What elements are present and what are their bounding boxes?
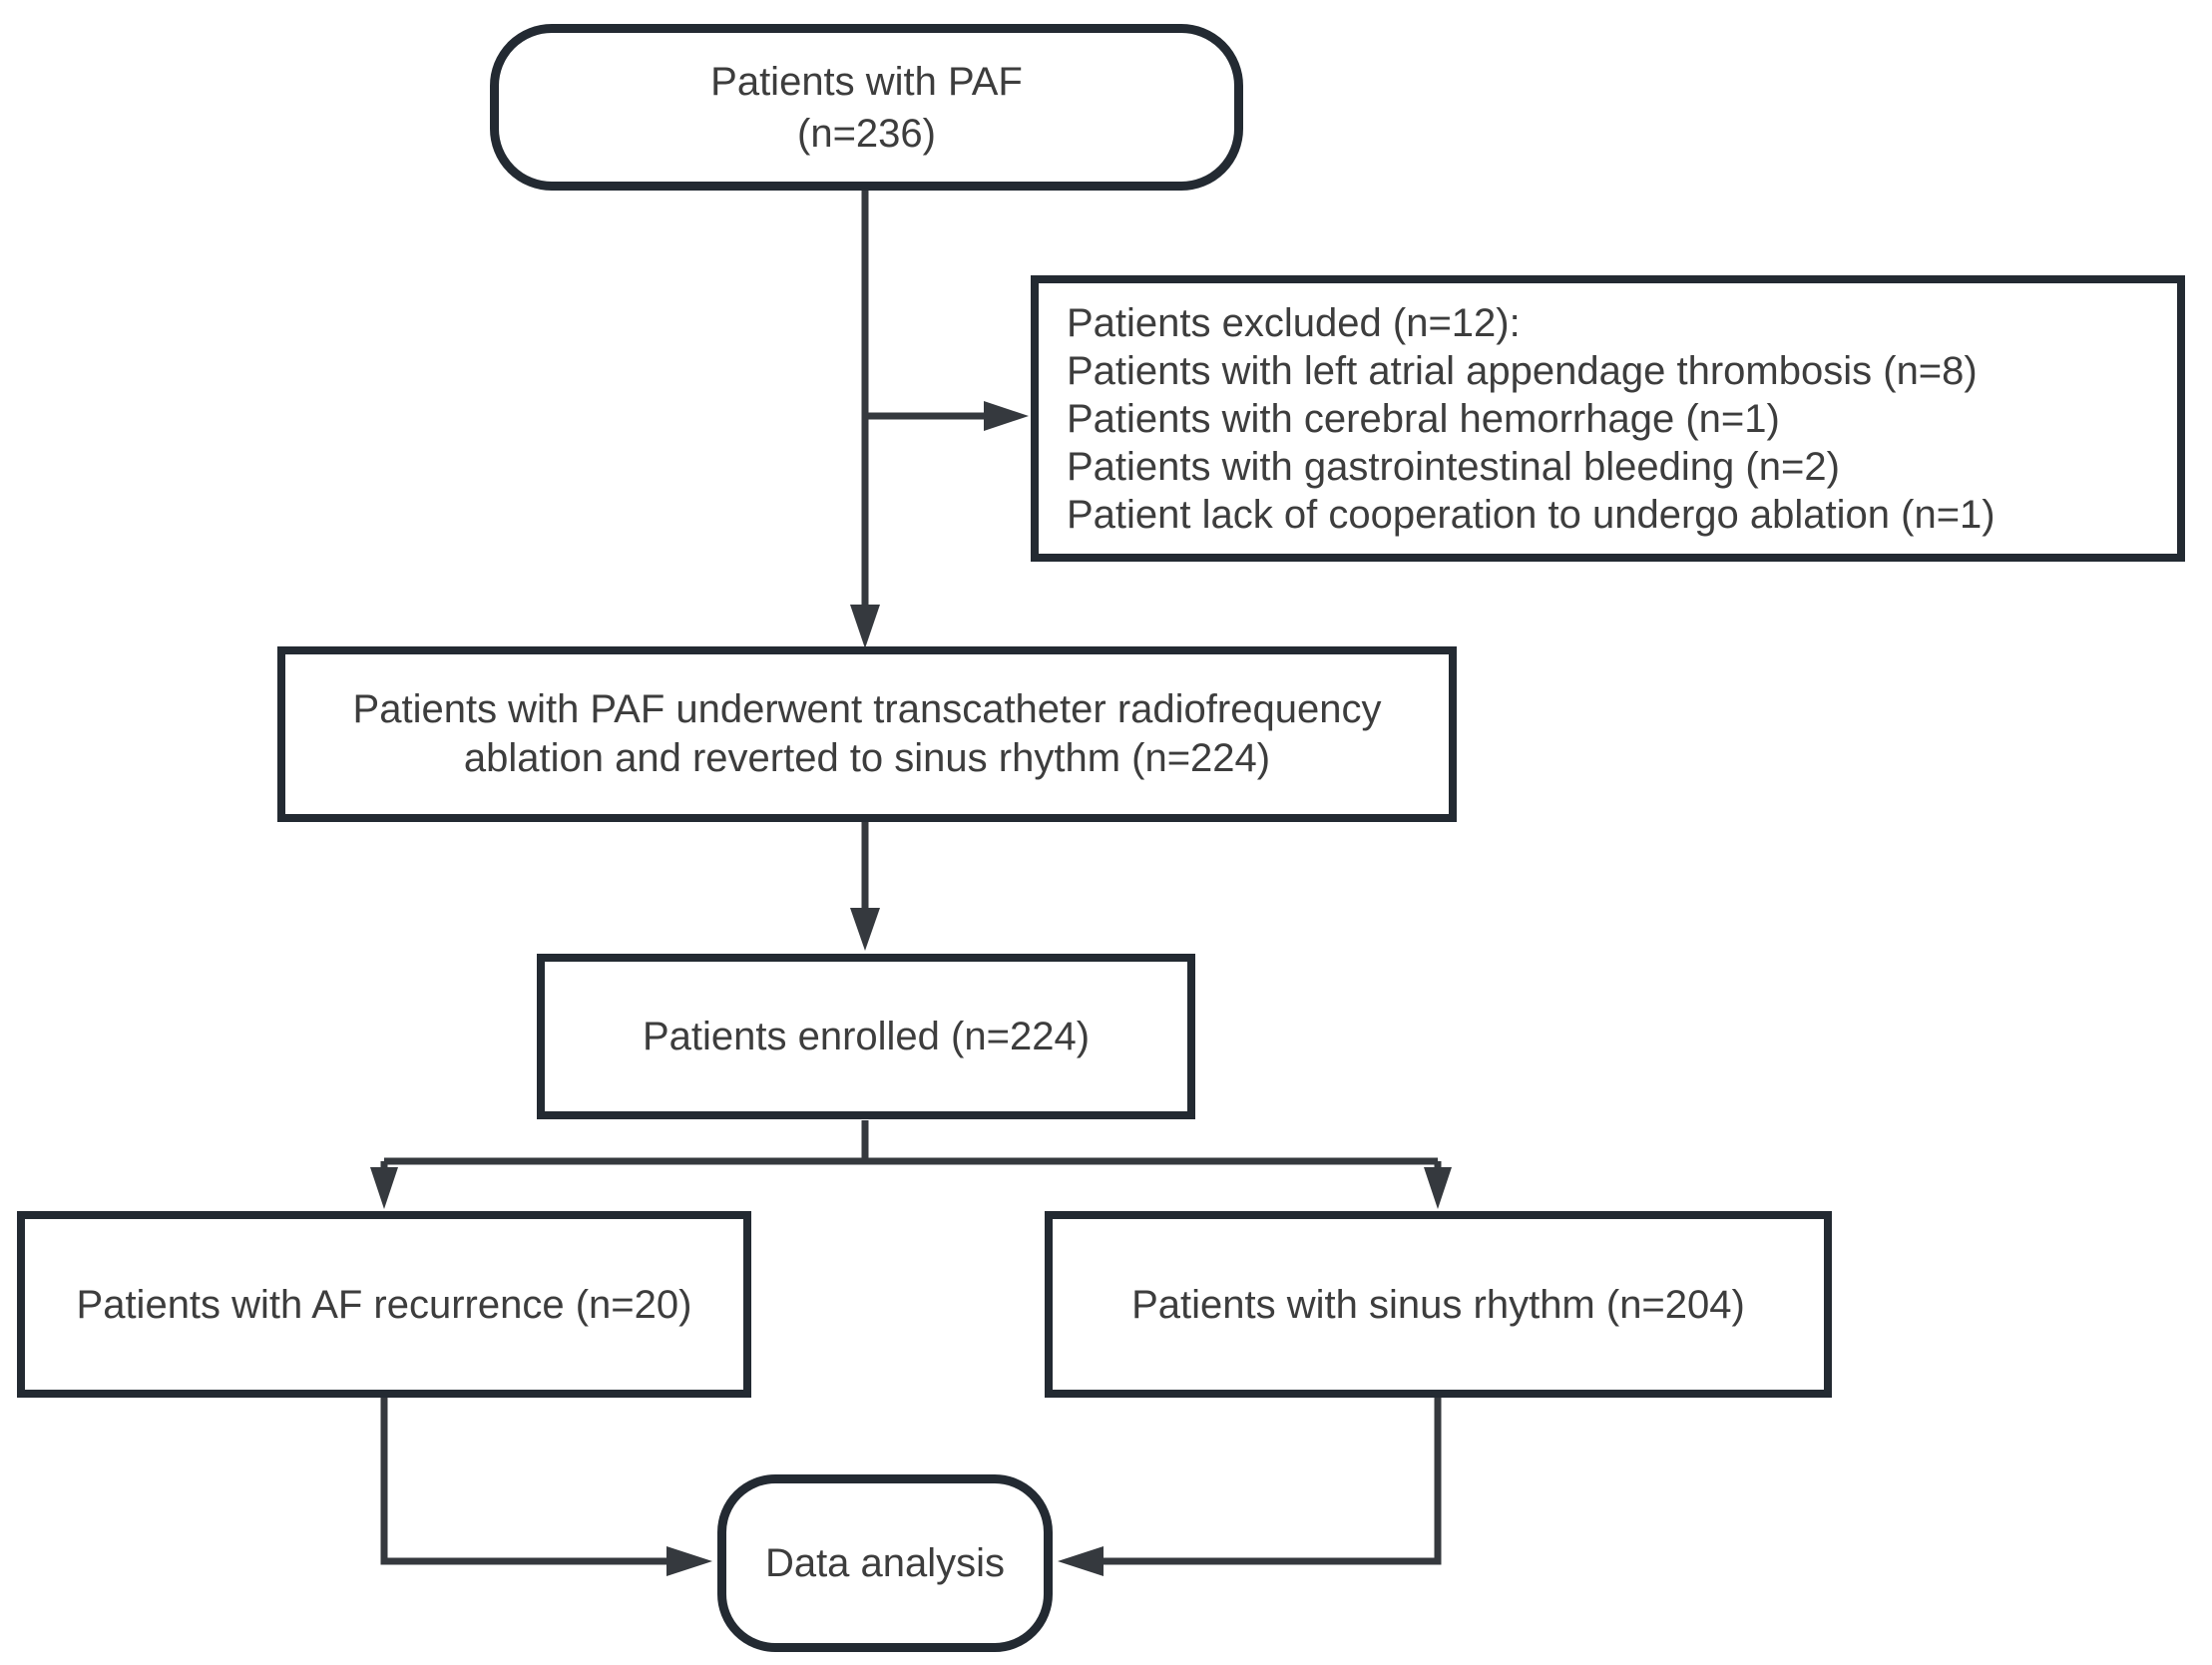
node-ablation-line-2: ablation and reverted to sinus rhythm (n…: [463, 736, 1271, 780]
arrowhead-af-to-analysis: [666, 1546, 712, 1576]
arrowhead-split-to-af: [370, 1167, 398, 1209]
node-data-analysis: Data analysis: [717, 1474, 1053, 1652]
node-excluded-line-1: Patients excluded (n=12):: [1067, 300, 1521, 345]
node-enrolled-label: Patients enrolled (n=224): [642, 1015, 1091, 1058]
node-af-recurrence: Patients with AF recurrence (n=20): [17, 1211, 751, 1398]
node-excluded-line-3: Patients with cerebral hemorrhage (n=1): [1067, 396, 1780, 441]
arrowhead-paf-to-ablation: [850, 605, 880, 648]
node-ablation-sinus-rhythm: Patients with PAF underwent transcathete…: [277, 646, 1457, 822]
node-ablation-line-1: Patients with PAF underwent transcathete…: [352, 687, 1382, 731]
arrowhead-sinus-to-analysis: [1058, 1546, 1104, 1576]
node-excluded-line-2: Patients with left atrial appendage thro…: [1067, 348, 1978, 393]
node-sinus-rhythm-label: Patients with sinus rhythm (n=204): [1131, 1282, 1745, 1327]
node-patients-excluded: Patients excluded (n=12): Patients with …: [1031, 275, 2185, 562]
node-sinus-rhythm: Patients with sinus rhythm (n=204): [1045, 1211, 1832, 1398]
edge-af-to-analysis: [380, 1398, 668, 1565]
node-data-analysis-label: Data analysis: [764, 1541, 1006, 1585]
node-patients-enrolled: Patients enrolled (n=224): [537, 954, 1195, 1119]
node-af-recurrence-label: Patients with AF recurrence (n=20): [76, 1282, 692, 1327]
node-patients-paf-line-1: Patients with PAF: [710, 59, 1023, 104]
node-patients-paf: Patients with PAF (n=236): [490, 24, 1243, 191]
arrowhead-paf-to-excluded: [984, 401, 1029, 431]
node-patients-paf-line-2: (n=236): [797, 111, 936, 156]
node-excluded-line-4: Patients with gastrointestinal bleeding …: [1067, 444, 1840, 489]
arrowhead-ablation-to-enrolled: [850, 908, 880, 951]
arrowhead-split-to-sinus: [1424, 1167, 1452, 1209]
edge-sinus-to-analysis: [1102, 1398, 1442, 1565]
edge-enrolled-split: [384, 1120, 1438, 1165]
node-excluded-line-5: Patient lack of cooperation to undergo a…: [1067, 492, 1995, 537]
